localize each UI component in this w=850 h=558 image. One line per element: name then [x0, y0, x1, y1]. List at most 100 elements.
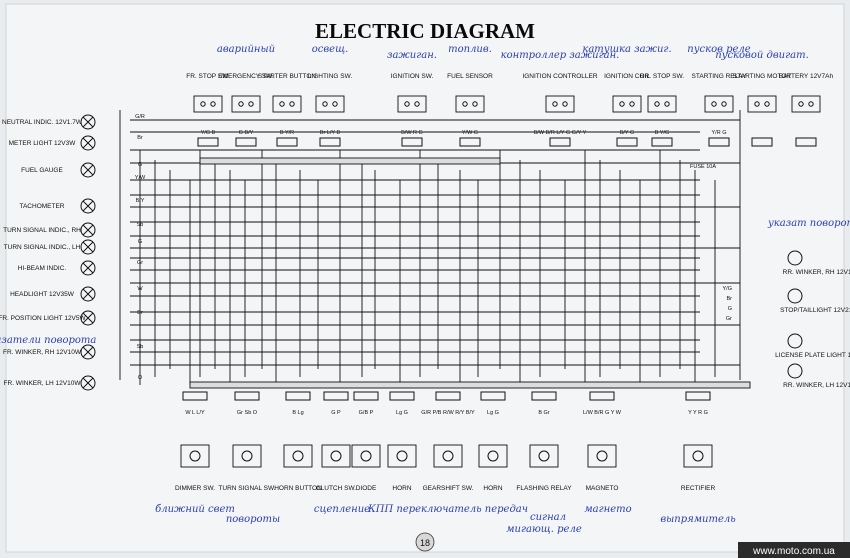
- bulb-symbol: [80, 239, 96, 255]
- wire-code: Y/W: [135, 175, 146, 181]
- bottom-component-label: CLUTCH SW.: [316, 485, 356, 492]
- bulb-symbol: [80, 162, 96, 178]
- top-component-battery: BATTERY 12V7Ah: [779, 73, 833, 147]
- top-component-label: STARTING RELAY: [692, 73, 748, 80]
- harness-bundle-top: [199, 157, 501, 165]
- component-symbol: [545, 95, 575, 113]
- connector-symbol: [285, 391, 311, 401]
- connector-symbol: [751, 137, 773, 147]
- wire-code: Gr: [726, 316, 732, 322]
- component-symbol: [478, 444, 508, 468]
- terminal-symbol: [241, 450, 253, 462]
- top-component-label: IGNITION COIL: [604, 73, 650, 80]
- wire-code: G/R P/B R/W R/Y B/Y: [421, 410, 475, 416]
- handwritten-note: мигающ. реле: [506, 524, 582, 535]
- wire-code: G: [138, 162, 142, 168]
- wire-code: Sb: [137, 344, 144, 350]
- wire-code: Lg G: [487, 410, 499, 416]
- bulb-cross: [82, 164, 94, 176]
- top-component-label: EMERGENCY SW.: [218, 73, 274, 80]
- top-component-label: RR. STOP SW.: [640, 73, 684, 80]
- top-component-label: STARTING MOTOR: [733, 73, 791, 80]
- terminal-symbol: [664, 101, 670, 107]
- wire-code: B/W R G: [401, 130, 423, 136]
- top-component-label: FR. STOP SW.: [186, 73, 230, 80]
- bulb-cross: [82, 288, 94, 300]
- wire-code: Y/W G: [462, 130, 478, 136]
- bottom-component-label: RECTIFIER: [681, 485, 716, 492]
- handwritten-note: указатели поворота: [0, 335, 96, 346]
- handwritten-note: выпрямитель: [660, 514, 735, 525]
- bottom-component-label: TURN SIGNAL SW.: [218, 485, 275, 492]
- bulb-symbol: [80, 198, 96, 214]
- terminal-symbol: [472, 101, 478, 107]
- wire-code: Br: [727, 296, 733, 302]
- bulb-cross: [82, 241, 94, 253]
- handwritten-note: пусковой двигат.: [715, 50, 809, 61]
- component-symbol: [587, 444, 617, 468]
- connector-symbol: [401, 137, 423, 147]
- wire-code: W: [137, 286, 143, 292]
- top-component-label: IGNITION SW.: [391, 73, 434, 80]
- connector-symbol: [795, 137, 817, 147]
- component-symbol: [433, 444, 463, 468]
- left-component-label: NEUTRAL INDIC. 12V1.7W: [2, 119, 83, 126]
- connector-symbol: [549, 137, 571, 147]
- right-component-label: LICENSE PLATE LIGHT 12V5W: [775, 352, 850, 359]
- harness-bundle-bottom: [189, 381, 751, 389]
- terminal-symbol: [404, 101, 410, 107]
- terminal-symbol: [538, 450, 550, 462]
- terminal-symbol: [322, 101, 328, 107]
- component-symbol: [397, 95, 427, 113]
- terminal-symbol: [808, 101, 814, 107]
- bulb-symbol: [787, 288, 803, 304]
- bulb-cross: [82, 346, 94, 358]
- connector-symbol: [616, 137, 638, 147]
- bulb-cross: [82, 137, 94, 149]
- handwritten-note: указат поворота: [767, 218, 850, 229]
- terminal-symbol: [248, 101, 254, 107]
- component-symbol: [321, 444, 351, 468]
- component-symbol: [283, 444, 313, 468]
- connector-symbol: [685, 391, 711, 401]
- terminal-symbol: [189, 450, 201, 462]
- bulb-symbol: [80, 344, 96, 360]
- wire-code: G: [728, 306, 732, 312]
- top-component-fr-stop: FR. STOP SW.Y/G B: [186, 73, 230, 147]
- component-symbol: [647, 95, 677, 113]
- diagram-title: ELECTRIC DIAGRAM: [315, 19, 535, 43]
- component-symbol: [232, 444, 262, 468]
- wire-code: B/W B/R L/Y G G/Y Y: [534, 130, 587, 136]
- component-symbol: [704, 95, 734, 113]
- left-component-label: TURN SIGNAL INDIC., LH: [4, 244, 81, 251]
- wire-code: Y/G: [723, 286, 732, 292]
- terminal-symbol: [692, 450, 704, 462]
- terminal-symbol: [238, 101, 244, 107]
- left-component-label: FR. WINKER, LH 12V10W: [4, 380, 82, 387]
- right-component-label: STOP/TAILLIGHT 12V21/5W: [780, 307, 850, 314]
- handwritten-note: сигнал: [530, 512, 566, 523]
- right-component-rr-winker-lh: RR. WINKER, LH 12V10W: [783, 363, 850, 389]
- top-component-emergency: EMERGENCY SW. G B/Y: [218, 73, 274, 147]
- connector-symbol: [651, 137, 673, 147]
- handwritten-note: топлив.: [448, 44, 492, 55]
- left-component-label: FR. WINKER, RH 12V10W: [3, 349, 82, 356]
- handwritten-note: катушка зажиг.: [582, 44, 671, 55]
- top-component-ignition: IGNITION SW. B/W R G: [391, 73, 434, 147]
- bulb-symbol: [80, 375, 96, 391]
- right-component-stop-tail: STOP/TAILLIGHT 12V21/5W: [780, 288, 850, 314]
- left-component-label: TURN SIGNAL INDIC., RH: [3, 227, 81, 234]
- handwritten-note: аварийный: [217, 44, 275, 55]
- terminal-symbol: [330, 450, 342, 462]
- bulb-cross: [82, 262, 94, 274]
- wire-code: B/Y G: [620, 130, 635, 136]
- wire-code: G B/Y: [239, 130, 254, 136]
